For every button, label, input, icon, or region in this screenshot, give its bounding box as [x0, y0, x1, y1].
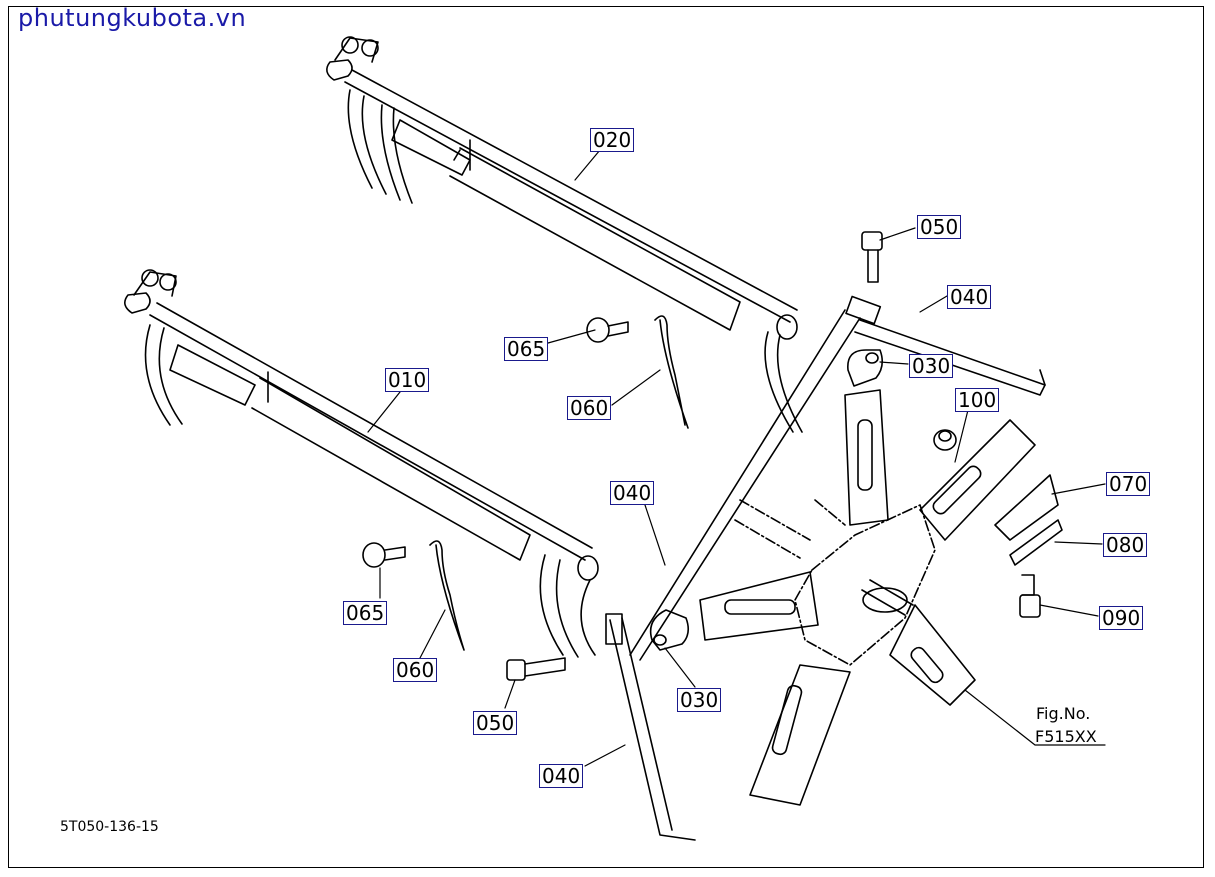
clamp-upper-030 [847, 349, 884, 387]
reel-bar-upper [326, 36, 803, 433]
figure-ref-label: Fig.No. [1036, 704, 1091, 723]
part-label-030-lower: 030 [677, 688, 722, 712]
drawing-frame [8, 6, 1204, 868]
arm-long-040 [629, 295, 882, 661]
part-label-050-lower: 050 [473, 711, 518, 735]
bolt-090 [1019, 574, 1041, 618]
part-label-080: 080 [1103, 533, 1148, 557]
reel-hub [699, 389, 1036, 806]
part-label-020: 020 [590, 128, 635, 152]
drawing-number: 5T050-136-15 [60, 819, 159, 835]
part-label-030-upper: 030 [909, 354, 954, 378]
clamp-lower-030 [649, 609, 690, 651]
knob-lower-065 [362, 542, 406, 568]
spring-lower-060 [429, 540, 465, 651]
leader-lines [367, 149, 1106, 767]
part-label-060-lower: 060 [393, 658, 438, 682]
part-label-040-upper: 040 [947, 285, 992, 309]
nut-100 [933, 429, 957, 451]
part-label-040-middle: 040 [610, 481, 655, 505]
part-label-050-upper: 050 [917, 215, 962, 239]
figure-ref-code: F515XX [1035, 727, 1097, 746]
reel-bar-lower [124, 269, 599, 658]
bolt-upper-050 [861, 231, 883, 283]
part-label-070: 070 [1106, 472, 1151, 496]
plate-080 [1009, 519, 1063, 566]
part-label-040-lower: 040 [539, 764, 584, 788]
arm-lower-040 [605, 613, 696, 841]
part-label-065-lower: 065 [343, 601, 388, 625]
bracket-070 [994, 474, 1059, 541]
part-label-060-upper: 060 [567, 396, 612, 420]
watermark-text: phutungkubota.vn [18, 4, 247, 32]
part-label-065-upper: 065 [504, 337, 549, 361]
part-label-090: 090 [1099, 606, 1144, 630]
bolt-lower-050 [506, 657, 566, 681]
part-label-100: 100 [955, 388, 1000, 412]
spring-upper-060 [654, 315, 689, 429]
part-label-010: 010 [385, 368, 430, 392]
knob-upper-065 [586, 317, 629, 343]
